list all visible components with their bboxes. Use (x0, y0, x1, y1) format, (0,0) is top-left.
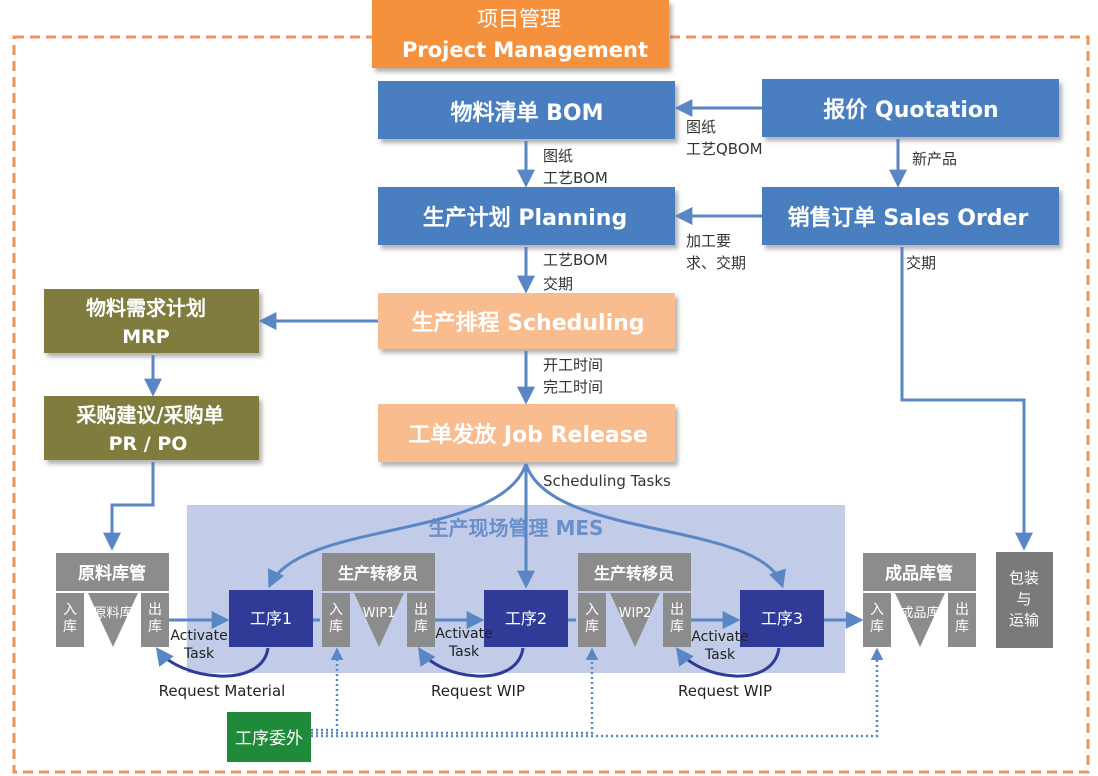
fg-out: 出库 (955, 602, 969, 635)
arrow-prpo-raw (103, 462, 155, 551)
raw-store: 原料库 (93, 605, 132, 621)
mes-label: 生产现场管理 MES (429, 516, 604, 540)
outsource-label: 工序委外 (235, 729, 303, 749)
mrp-label-cn: 物料需求计划 (86, 296, 206, 320)
transfer1-store: WIP1 (363, 606, 396, 621)
label-sched-job-2: 完工时间 (543, 378, 603, 396)
project-management-box[interactable] (372, 0, 669, 68)
label-q-bom-1: 图纸 (686, 118, 716, 136)
packing-shipping-box[interactable]: 包装与运输 (996, 552, 1053, 648)
raw-warehouse-title: 原料库管 (78, 563, 146, 584)
quotation-label: 报价 Quotation (823, 98, 998, 123)
pm-title-cn: 项目管理 (477, 7, 561, 31)
process-2-box[interactable]: 工序2 (484, 590, 568, 647)
bom-label: 物料清单 BOM (450, 100, 603, 126)
pr-po-label-cn: 采购建议/采购单 (76, 403, 223, 427)
transfer2-title: 生产转移员 (594, 564, 674, 583)
arrow-salesorder-packing (900, 247, 1033, 551)
raw-in: 入库 (63, 602, 77, 635)
request-wip-label-1: Request WIP (431, 682, 525, 700)
fg-store: 成品库 (900, 605, 939, 621)
label-new-product: 新产品 (912, 150, 957, 168)
label-bom-plan-2: 工艺BOM (543, 169, 608, 187)
request-loop-1 (155, 647, 270, 678)
label-so-delivery: 交期 (906, 254, 936, 272)
raw-warehouse[interactable]: 原料库管 入库 原料库 出库 (56, 553, 169, 647)
request-wip-label-2: Request WIP (678, 682, 772, 700)
label-so-plan-1: 加工要 (686, 232, 731, 250)
request-loop-3 (675, 647, 781, 678)
transfer1-out: 出库 (414, 602, 428, 635)
fg-warehouse[interactable]: 成品库管 入库 成品库 出库 (863, 553, 976, 647)
transfer-station-2[interactable]: 生产转移员 入库 WIP2 出库 (578, 553, 691, 647)
bom-box[interactable] (378, 81, 675, 139)
label-so-plan-2: 求、交期 (686, 254, 746, 272)
transfer2-store: WIP2 (619, 606, 652, 621)
outsource-dotted-links (311, 647, 884, 738)
pr-po-box[interactable] (44, 396, 259, 460)
job-release-box[interactable] (378, 404, 675, 462)
transfer1-title: 生产转移员 (338, 564, 418, 583)
process-3-box[interactable]: 工序3 (740, 590, 824, 647)
process-3-label: 工序3 (761, 609, 803, 628)
mrp-box[interactable] (44, 289, 259, 353)
label-plan-sched-2: 交期 (543, 275, 573, 293)
label-plan-sched-1: 工艺BOM (543, 251, 608, 269)
process-1-label: 工序1 (250, 609, 292, 628)
fg-in: 入库 (870, 602, 884, 635)
outsource-box[interactable]: 工序委外 (227, 712, 311, 762)
transfer2-out: 出库 (670, 602, 684, 635)
arrow-job-process3 (524, 463, 786, 589)
planning-label: 生产计划 Planning (423, 206, 627, 231)
sales-order-box[interactable] (762, 187, 1059, 245)
label-scheduling-tasks: Scheduling Tasks (543, 472, 671, 490)
raw-out: 出库 (148, 602, 162, 635)
packing-label: 包装与运输 (1009, 569, 1039, 629)
transfer1-in: 入库 (329, 602, 343, 635)
process-1-box[interactable]: 工序1 (229, 590, 313, 647)
planning-box[interactable] (378, 187, 675, 245)
transfer-station-1[interactable]: 生产转移员 入库 WIP1 出库 (322, 553, 435, 647)
scheduling-box[interactable] (378, 293, 675, 349)
request-loop-2 (417, 647, 525, 678)
mrp-label-en: MRP (122, 326, 170, 348)
process-2-label: 工序2 (505, 609, 547, 628)
scheduling-label: 生产排程 Scheduling (411, 311, 644, 336)
request-material-label: Request Material (159, 682, 286, 700)
label-bom-plan-1: 图纸 (543, 147, 573, 165)
sales-order-label: 销售订单 Sales Order (788, 205, 1029, 231)
pr-po-label-en: PR / PO (109, 433, 188, 455)
label-q-bom-2: 工艺QBOM (686, 140, 763, 158)
arrow-job-process1 (267, 463, 528, 589)
label-sched-job-1: 开工时间 (543, 356, 603, 374)
pm-title-en: Project Management (402, 38, 648, 62)
transfer2-in: 入库 (585, 602, 599, 635)
job-release-label: 工单发放 Job Release (408, 422, 648, 448)
quotation-box[interactable] (762, 79, 1059, 137)
fg-warehouse-title: 成品库管 (885, 563, 953, 584)
